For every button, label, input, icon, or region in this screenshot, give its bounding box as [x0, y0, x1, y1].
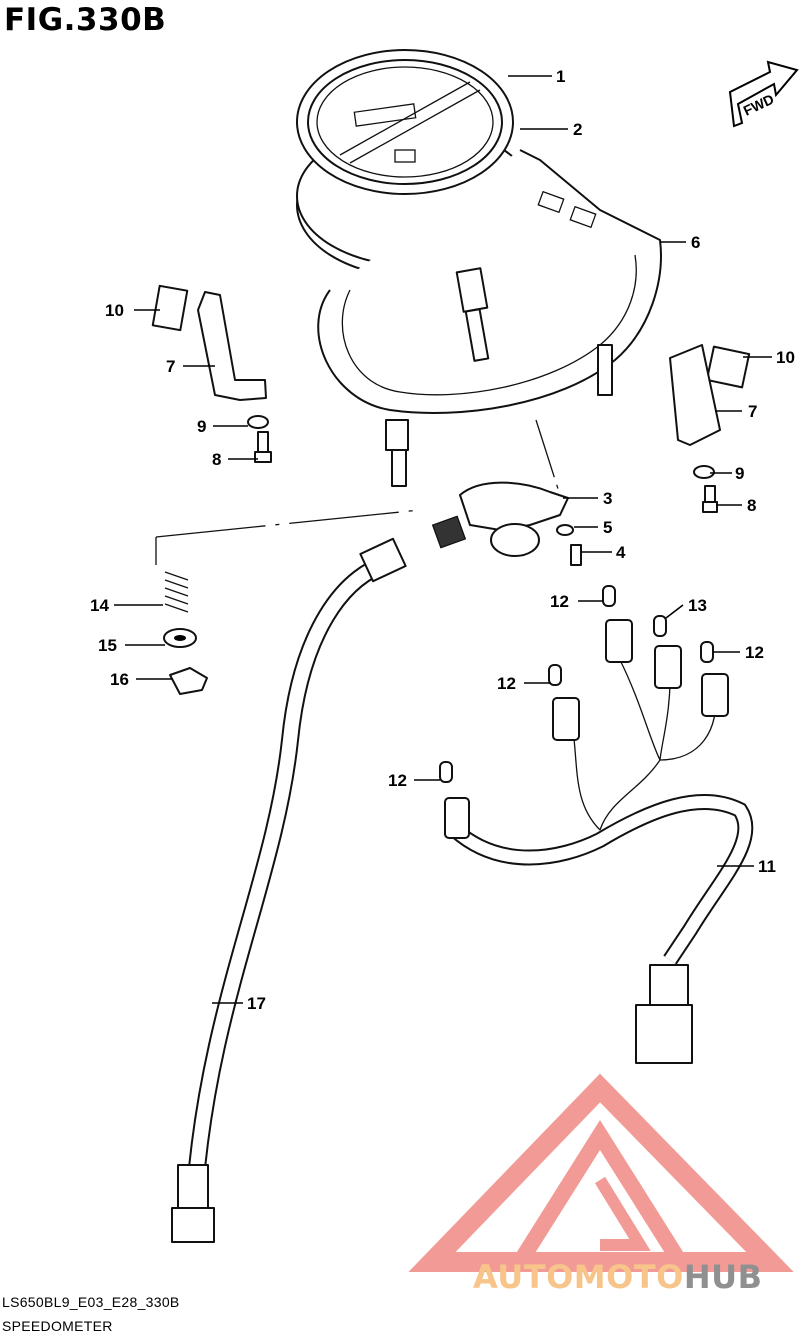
callout-8-right: 8 [747, 496, 756, 515]
callout-8-left: 8 [212, 450, 221, 469]
callout-4: 4 [616, 543, 626, 562]
watermark-word-2: HUB [683, 1258, 763, 1296]
callout-3: 3 [603, 489, 612, 508]
callout-1: 1 [556, 67, 565, 86]
sensor-assembly [431, 481, 582, 566]
callout-9-left: 9 [197, 417, 206, 436]
callout-2: 2 [573, 120, 582, 139]
callout-labels: 1 2 6 10 7 9 8 10 7 9 8 3 5 4 14 15 16 1… [90, 67, 795, 1013]
watermark-word-1: AUTOMOTO [473, 1258, 684, 1296]
right-mount-parts [669, 344, 751, 513]
callout-16: 16 [110, 670, 129, 689]
callout-10-right: 10 [776, 348, 795, 367]
figure-title: FIG.330B [4, 2, 167, 38]
bulbs [439, 585, 714, 783]
callout-12-d: 12 [388, 771, 407, 790]
footer-model-code: LS650BL9_E03_E28_330B [2, 1294, 180, 1310]
callout-9-right: 9 [735, 464, 744, 483]
callout-13: 13 [688, 596, 707, 615]
meter-bracket [317, 149, 662, 487]
callout-5: 5 [603, 518, 612, 537]
callout-7-right: 7 [748, 402, 757, 421]
callout-12-c: 12 [497, 674, 516, 693]
callout-11: 11 [758, 857, 776, 876]
callout-7-left: 7 [166, 357, 175, 376]
leader-lines [114, 75, 772, 1004]
callout-6: 6 [691, 233, 700, 252]
fwd-arrow: FWD [728, 60, 799, 128]
watermark-wordmark: AUTOMOTOHUB [473, 1258, 763, 1296]
callout-10-left: 10 [105, 301, 124, 320]
callout-12-b: 12 [745, 643, 764, 662]
callout-17: 17 [247, 994, 266, 1013]
watermark-logo [408, 1073, 794, 1272]
callout-14: 14 [90, 596, 109, 615]
footer-section-name: SPEEDOMETER [2, 1318, 113, 1334]
speedometer-cable [171, 537, 407, 1243]
left-mount-parts [151, 284, 272, 463]
wiring-harness [444, 619, 754, 1064]
callout-12-a: 12 [550, 592, 569, 611]
callout-15: 15 [98, 636, 117, 655]
spring-washer-nut [163, 571, 208, 695]
